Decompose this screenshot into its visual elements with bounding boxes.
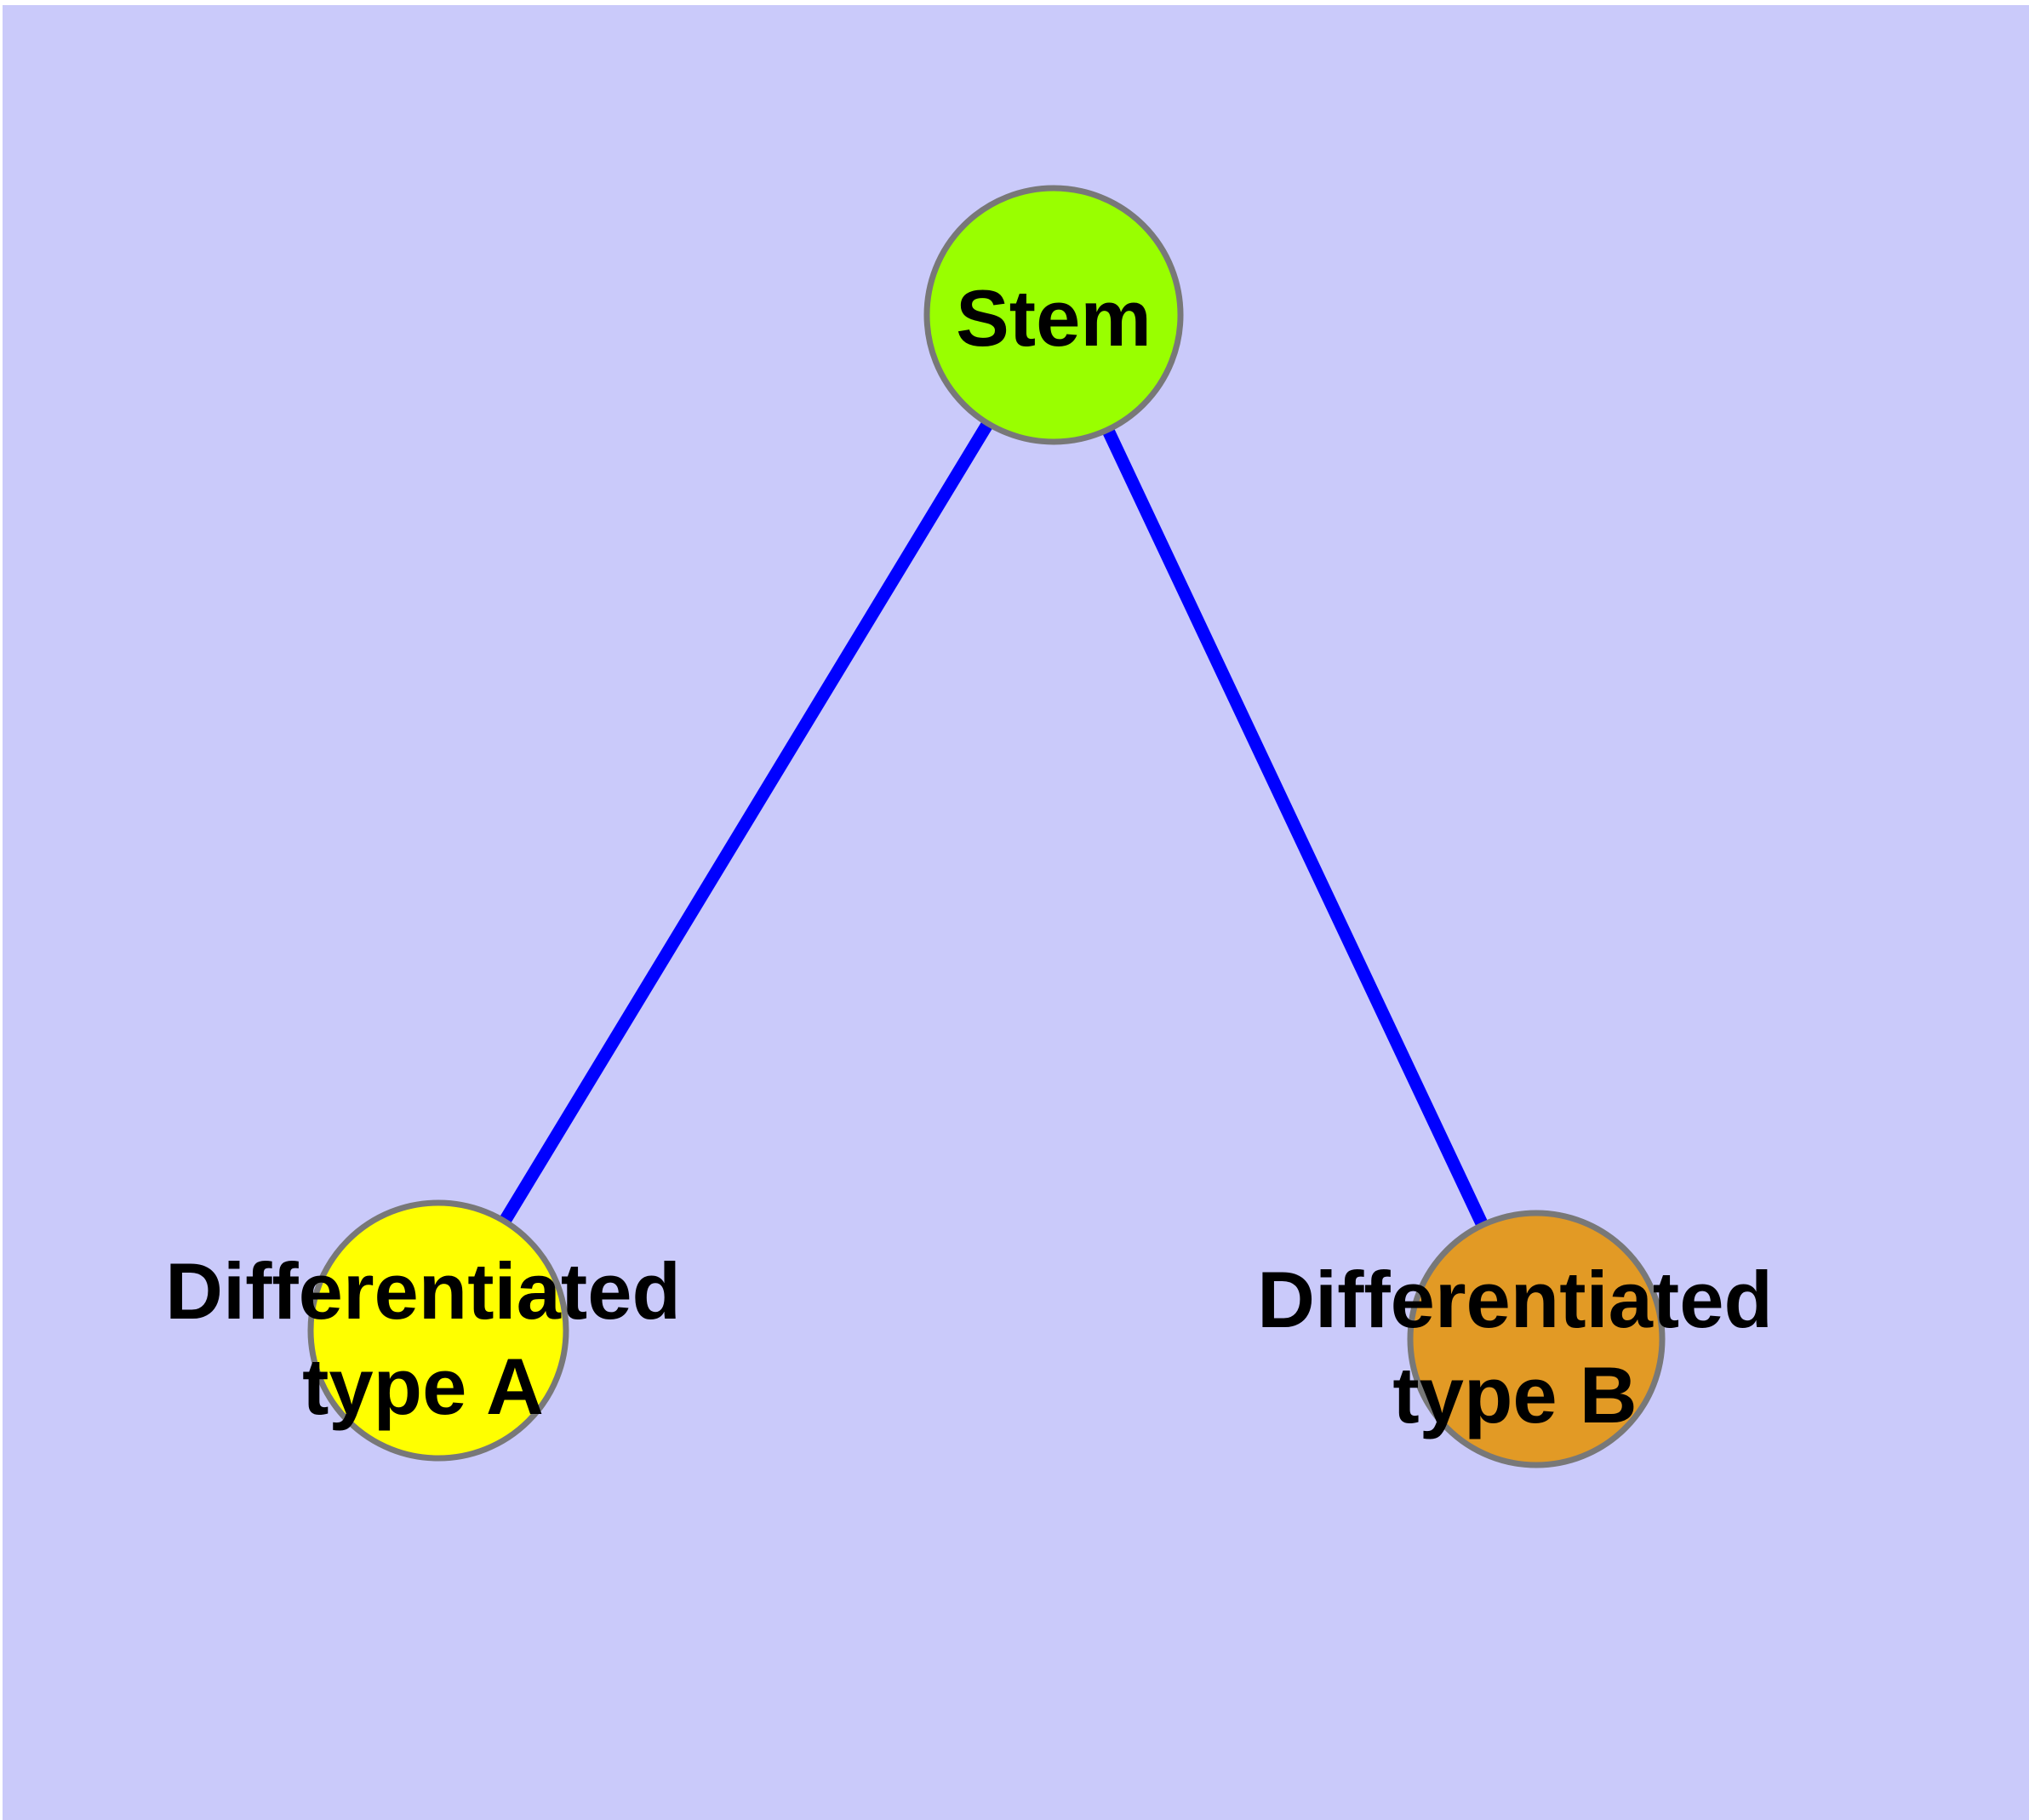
node-type-b-label-line1: Differentiated — [1257, 1255, 1773, 1344]
edge-stem-to-type-b — [1048, 312, 1542, 1342]
node-differentiated-type-b — [1407, 1210, 1666, 1468]
node-stem-label: Stem — [956, 273, 1152, 363]
node-differentiated-type-a — [307, 1199, 569, 1462]
node-type-a-label-line1: Differentiated — [165, 1246, 681, 1336]
edge-stem-to-type-a — [432, 312, 1060, 1334]
node-stem — [923, 185, 1184, 445]
node-type-b-label-line2: type B — [1392, 1350, 1637, 1439]
node-type-a-label-line2: type A — [302, 1342, 544, 1431]
